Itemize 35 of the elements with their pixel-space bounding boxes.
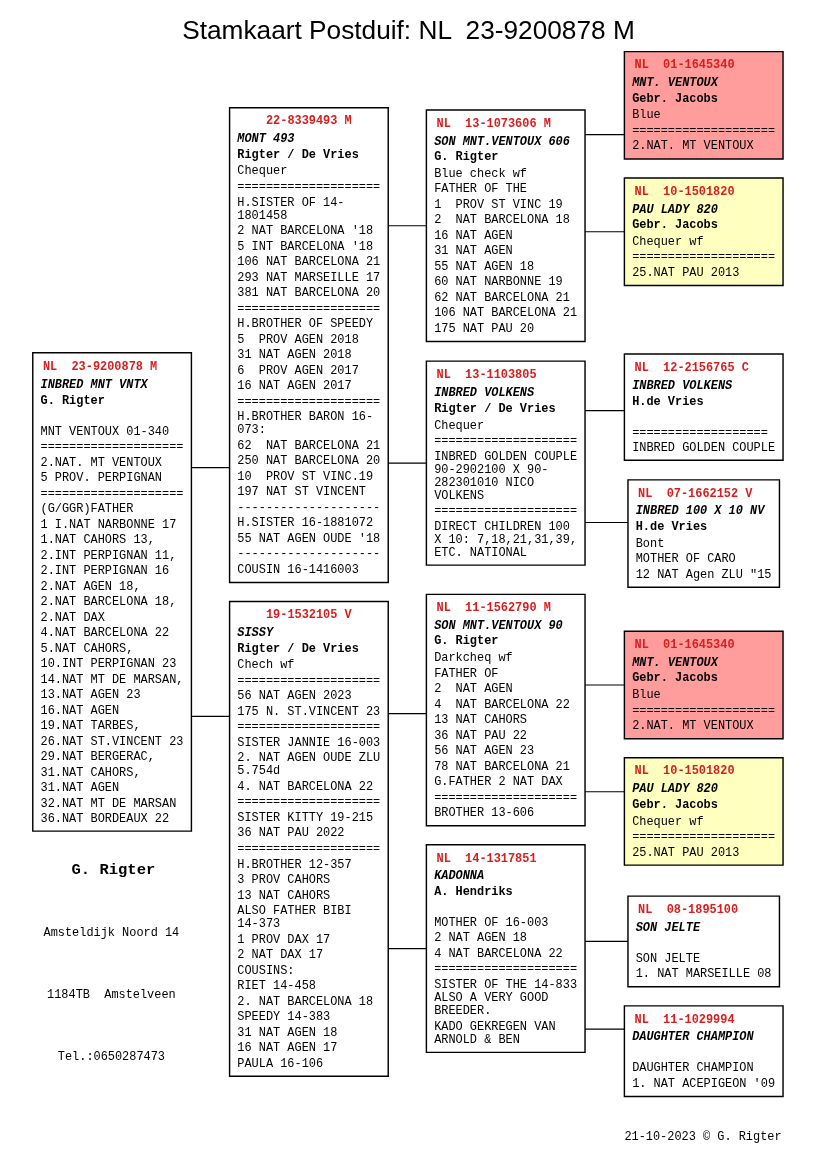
- node-box: NL 13-1073606 M SON MNT.VENTOUX 606 G. Rigter Blue check wf FATHER OF THE 1 PROV ST VINC 19 2 NAT BARCELONA 18 16 NAT AGEN 31 NAT AGEN 55 NAT AGEN 18 60 NAT NARBONNE 19 62 NAT BARCELONA 21 106 NAT BARCELONA 21 175 NAT PAU 20: [425, 109, 586, 343]
- connector: [584, 133, 625, 136]
- connector: [584, 1028, 625, 1030]
- connector: [387, 713, 427, 715]
- connector: [190, 715, 230, 717]
- connector: [584, 791, 625, 793]
- label: Tel.:0650287473: [57, 1050, 165, 1065]
- node-box: NL 10-1501820 PAU LADY 820 Gebr. Jacobs Chequer wf ==================== 25.NAT PAU 2013: [623, 757, 784, 866]
- connector: [387, 225, 427, 227]
- label: G. Rigter: [71, 860, 155, 879]
- connector: [190, 467, 230, 469]
- node-box: NL 08-1895100 SON JELTE SON JELTE 1. NAT MARSEILLE 08: [626, 895, 780, 988]
- connector: [584, 940, 628, 943]
- connector: [584, 231, 625, 233]
- connector: [584, 684, 625, 686]
- label: Amsteldijk Noord 14: [43, 926, 179, 941]
- label: 21-10-2023 © G. Rigter: [623, 1130, 782, 1145]
- connector: [387, 462, 427, 464]
- diagram-title: Stamkaart Postduif: NL 23-9200878 M: [181, 15, 635, 46]
- node-box: 19-1532105 V SISSY Rigter / De Vries Chech wf ==================== 56 NAT AGEN 2023 175 N. ST.VINCENT 23 ==================== SISTER JANNIE 16-003 2. NAT AGEN OUDE ZLU 5.754d 4. NAT BARCELONA 22 ==================== SISTER KITTY 19-215 36 NAT PAU 2022 ==================== H.BROTHER 12-357 3 PROV CAHORS 13 NAT CAHORS ALSO FATHER BIBI 14-373 1 PROV DAX 17 2 NAT DAX 17 COUSINS: RIET 14-458 2. NAT BARCELONA 18 SPEEDY 14-383 31 NAT AGEN 18 16 NAT AGEN 17 PAULA 16-106: [228, 600, 389, 1077]
- node-box: NL 01-1645340 MNT. VENTOUX Gebr. Jacobs Blue ==================== 2.NAT. MT VENTOUX: [623, 50, 784, 160]
- node-box: NL 07-1662152 V INBRED 100 X 10 NV H.de Vries Bont MOTHER OF CARO 12 NAT Agen ZLU "15: [626, 479, 780, 588]
- node-box: NL 10-1501820 PAU LADY 820 Gebr. Jacobs Chequer wf ==================== 25.NAT PAU 2013: [623, 177, 784, 287]
- node-box: 22-8339493 M MONT 493 Rigter / De Vries Chequer ==================== H.SISTER OF 14- 1801458 2 NAT BARCELONA '18 5 INT BARCELONA '18 106 NAT BARCELONA 21 293 NAT MARSEILLE 17 381 NAT BARCELONA 20 ==================== H.BROTHER OF SPEEDY 5 PROV AGEN 2018 31 NAT AGEN 2018 6 PROV AGEN 2017 16 NAT AGEN 2017 ==================== H.BROTHER BARON 16- 073: 62 NAT BARCELONA 21 250 NAT BARCELONA 20 10 PROV ST VINC.19 197 NAT ST VINCENT -------------------- H.SISTER 16-1881072 55 NAT AGEN OUDE '18 -------------------- COUSIN 16-1416003: [228, 106, 389, 584]
- connector: [584, 410, 625, 412]
- node-box: NL 12-2156765 C INBRED VOLKENS H.de Vries =================== INBRED GOLDEN COUPLE: [623, 353, 784, 461]
- connector: [387, 948, 427, 950]
- label: 1184TB Amstelveen: [46, 988, 176, 1003]
- connector: [584, 521, 628, 524]
- node-box: NL 23-9200878 M INBRED MNT VNTX G. Rigter MNT VENTOUX 01-340 ==================== 2.NAT. MT VENTOUX 5 PROV. PERPIGNAN ==================== (G/GGR)FATHER 1 I.NAT NARBONNE 17 1.NAT CAHORS 13, 2.INT PERPIGNAN 11, 2.INT PERPIGNAN 16 2.NAT AGEN 18, 2.NAT BARCELONA 18, 2.NAT DAX 4.NAT BARCELONA 22 5.NAT CAHORS, 10.INT PERPIGNAN 23 14.NAT MT DE MARSAN, 13.NAT AGEN 23 16.NAT AGEN 19.NAT TARBES, 26.NAT ST.VINCENT 23 29.NAT BERGERAC, 31.NAT CAHORS, 31.NAT AGEN 32.NAT MT DE MARSAN 36.NAT BORDEAUX 22: [31, 352, 192, 832]
- node-box: NL 14-1317851 KADONNA A. Hendriks MOTHER OF 16-003 2 NAT AGEN 18 4 NAT BARCELONA 22 ==================== SISTER OF THE 14-833 ALSO A VERY GOOD BREEDER. KADO GEKREGEN VAN ARNOLD & BEN: [425, 844, 586, 1054]
- node-box: NL 11-1029994 DAUGHTER CHAMPION DAUGHTER CHAMPION 1. NAT ACEPIGEON '09: [623, 1005, 784, 1098]
- node-box: NL 13-1103805 INBRED VOLKENS Rigter / De Vries Chequer ==================== INBRED GOLDEN COUPLE 90-2902100 X 90- 282301010 NICO VOLKENS ==================== DIRECT CHILDREN 100 X 10: 7,18,21,31,39, ETC. NATIONAL: [425, 360, 586, 566]
- node-box: NL 01-1645340 MNT. VENTOUX Gebr. Jacobs Blue ==================== 2.NAT. MT VENTOUX: [623, 630, 784, 740]
- node-box: NL 11-1562790 M SON MNT.VENTOUX 90 G. Rigter Darkcheq wf FATHER OF 2 NAT AGEN 4 NAT BARCELONA 22 13 NAT CAHORS 36 NAT PAU 22 56 NAT AGEN 23 78 NAT BARCELONA 21 G.FATHER 2 NAT DAX ==================== BROTHER 13-606: [425, 593, 586, 827]
